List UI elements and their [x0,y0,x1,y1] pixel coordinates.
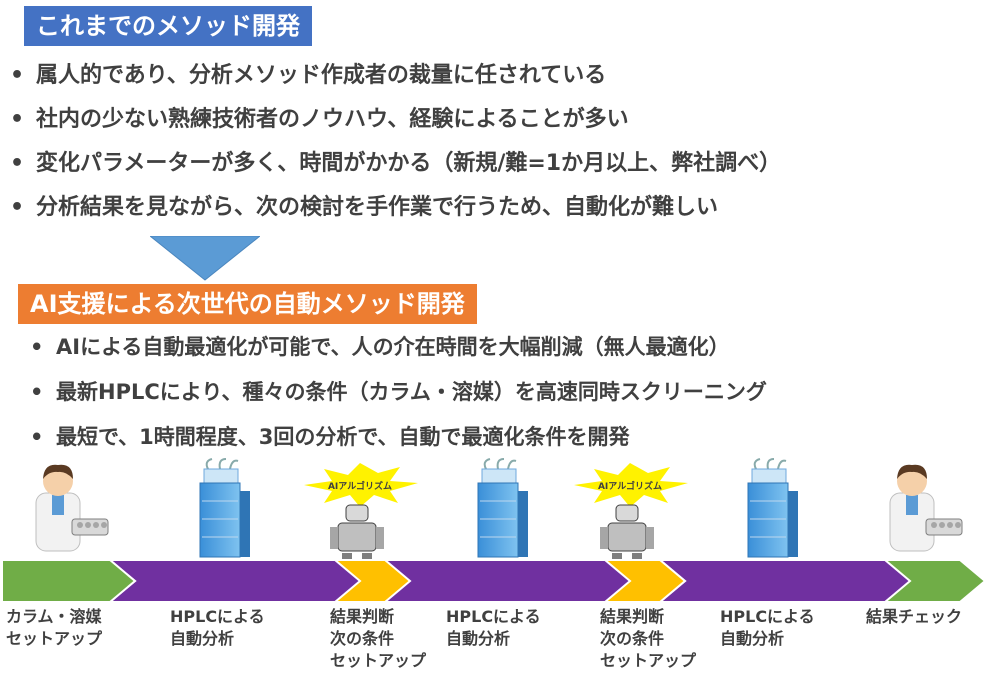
list-item: •属人的であり、分析メソッド作成者の裁量に任されている [10,63,607,88]
ai-benefits-list: •AIによる自動最適化が可能で、人の介在時間を大幅削減（無人最適化） •最新HP… [30,325,767,460]
scientist-icon [889,464,963,552]
flow-label-analysis: HPLCによる自動分析 [720,607,815,648]
list-item: •AIによる自動最適化が可能で、人の介在時間を大幅削減（無人最適化） [30,335,730,359]
scientist-icon [35,464,109,552]
list-item: •最短で、1時間程度、3回の分析で、自動で最適化条件を開発 [30,425,630,449]
hplc-instrument-icon [747,458,798,558]
list-item: •分析結果を見ながら、次の検討を手作業で行うため、自動化が難しい [10,195,719,220]
step-analysis-chevron [107,559,362,603]
list-item: •社内の少ない熟練技術者のノウハウ、経験によることが多い [10,107,629,132]
hplc-instrument-icon [477,458,528,558]
flow-label-check: 結果チェック [866,607,963,626]
section-header-current: これまでのメソッド開発 [24,6,312,46]
svg-text:AIアルゴリズム: AIアルゴリズム [598,480,662,492]
step-setup-chevron [1,559,137,603]
svg-text:AIアルゴリズム: AIアルゴリズム [328,480,392,492]
flow-label-setup: カラム・溶媒セットアップ [6,607,103,648]
current-issues-list: •属人的であり、分析メソッド作成者の裁量に任されている •社内の少ない熟練技術者… [10,54,781,230]
step-analysis-chevron [657,559,912,603]
ai-algorithm-icon: AIアルゴリズム [574,463,688,575]
list-item: •変化パラメーターが多く、時間がかかる（新規/難=1か月以上、弊社調べ） [10,151,782,176]
flow-label-judge: 結果判断次の条件セットアップ [330,607,427,670]
list-item: •最新HPLCにより、種々の条件（カラム・溶媒）を高速同時スクリーニング [30,380,767,404]
workflow-diagram: AIアルゴリズム AIアルゴリズム [1,458,987,603]
down-arrow-icon [150,236,260,281]
step-analysis-chevron [377,559,632,603]
flow-label-analysis: HPLCによる自動分析 [446,607,541,648]
section-header-ai: AI支援による次世代の自動メソッド開発 [18,284,477,324]
flow-label-judge: 結果判断次の条件セットアップ [600,607,697,670]
flow-label-analysis: HPLCによる自動分析 [170,607,265,648]
hplc-instrument-icon [199,458,250,558]
ai-algorithm-icon: AIアルゴリズム [304,463,418,575]
